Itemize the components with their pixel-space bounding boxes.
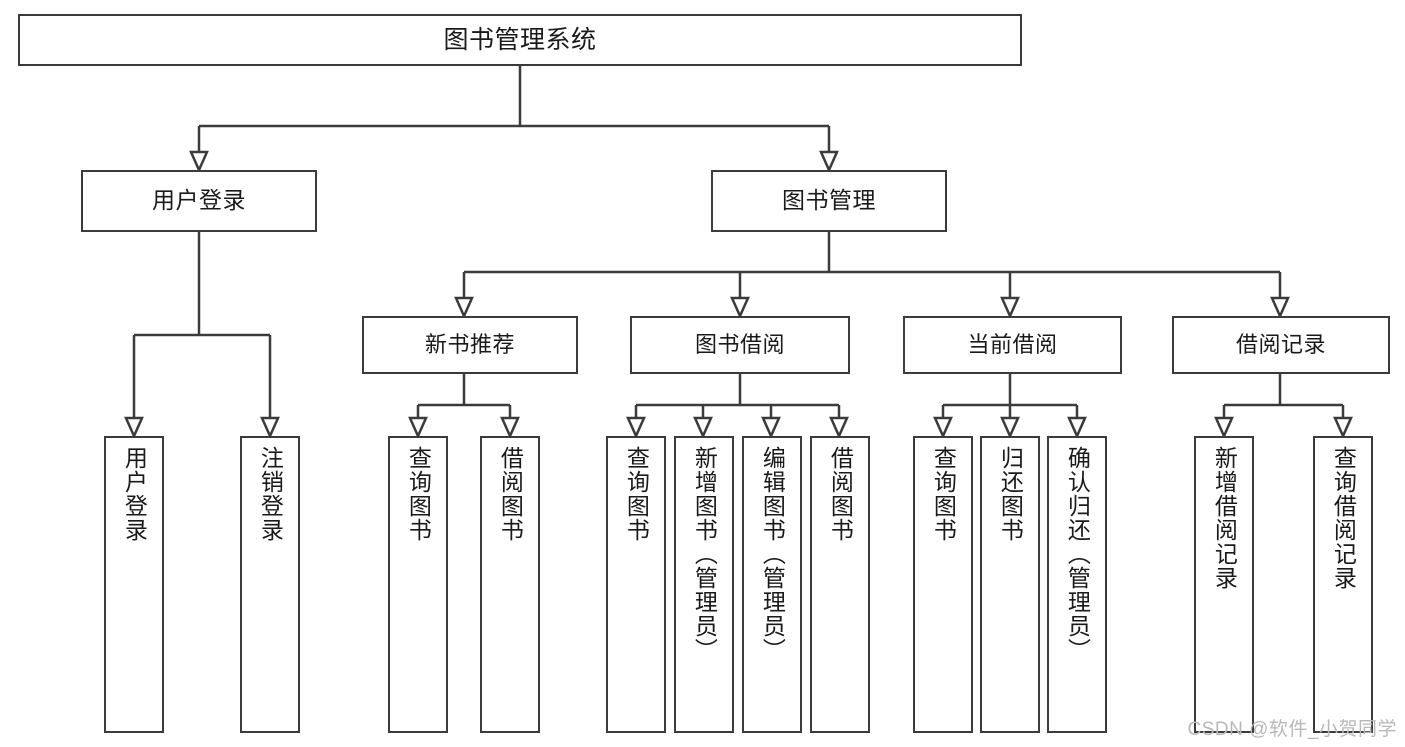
- node-borrowing-records[interactable]: 借阅记录: [1172, 316, 1390, 374]
- node-label: 当前借阅: [967, 331, 1058, 357]
- node-label: 编辑图书（管理员）: [759, 446, 786, 662]
- leaf-logout[interactable]: 注销登录: [240, 436, 300, 733]
- arrow-bm-child-3: [1000, 296, 1020, 320]
- leaf-borrow-add-book-admin[interactable]: 新增图书（管理员）: [674, 436, 734, 733]
- node-label: 图书管理: [782, 187, 876, 214]
- node-label: 借阅图书: [827, 446, 854, 542]
- arrow-cb-child-3: [1067, 416, 1087, 440]
- arrow-nb-child-2: [500, 416, 520, 440]
- arrow-bb-child-3: [761, 416, 781, 440]
- arrow-ul-child-1: [124, 416, 144, 440]
- arrow-cb-child-2: [1000, 416, 1020, 440]
- arrow-nb-child-1: [408, 416, 428, 440]
- node-label: 归还图书: [997, 446, 1024, 542]
- arrow-bm-child-1: [454, 296, 474, 320]
- watermark-text: CSDN @软件_小贺同学: [1187, 719, 1397, 740]
- node-label: 借阅记录: [1235, 331, 1326, 357]
- node-book-management[interactable]: 图书管理: [711, 170, 947, 232]
- node-label: 用户登录: [121, 446, 148, 542]
- arrow-user-login: [189, 150, 209, 174]
- arrow-ul-child-2: [260, 416, 280, 440]
- node-label: 新书推荐: [424, 331, 515, 357]
- arrow-br-child-2: [1333, 416, 1353, 440]
- node-root-book-management-system[interactable]: 图书管理系统: [18, 14, 1022, 66]
- leaf-user-login[interactable]: 用户登录: [104, 436, 164, 733]
- arrow-bm-child-4: [1270, 296, 1290, 320]
- node-book-borrowing[interactable]: 图书借阅: [630, 316, 850, 374]
- node-label: 新增图书（管理员）: [691, 446, 718, 662]
- node-label: 查询图书: [623, 446, 650, 542]
- arrow-cb-child-1: [933, 416, 953, 440]
- leaf-record-add-borrow-record[interactable]: 新增借阅记录: [1194, 436, 1254, 733]
- arrow-bb-child-4: [829, 416, 849, 440]
- leaf-borrow-edit-book-admin[interactable]: 编辑图书（管理员）: [742, 436, 802, 733]
- node-label: 确认归还（管理员）: [1064, 446, 1091, 662]
- leaf-record-query-borrow-record[interactable]: 查询借阅记录: [1313, 436, 1373, 733]
- arrow-book-mgmt: [819, 150, 839, 174]
- leaf-current-query-books[interactable]: 查询图书: [913, 436, 973, 733]
- arrow-br-child-1: [1214, 416, 1234, 440]
- node-label: 借阅图书: [497, 446, 524, 542]
- arrow-bb-child-1: [626, 416, 646, 440]
- node-label: 查询图书: [930, 446, 957, 542]
- node-user-login[interactable]: 用户登录: [81, 170, 317, 232]
- node-new-book-recommendation[interactable]: 新书推荐: [362, 316, 578, 374]
- leaf-current-confirm-return-admin[interactable]: 确认归还（管理员）: [1047, 436, 1107, 733]
- leaf-borrow-query-books[interactable]: 查询图书: [606, 436, 666, 733]
- node-label: 用户登录: [152, 187, 246, 214]
- arrow-bm-child-2: [730, 296, 750, 320]
- leaf-newbook-query-books[interactable]: 查询图书: [388, 436, 448, 733]
- node-label: 图书借阅: [694, 331, 785, 357]
- arrow-bb-child-2: [693, 416, 713, 440]
- node-label: 查询借阅记录: [1330, 446, 1357, 590]
- leaf-current-return-books[interactable]: 归还图书: [980, 436, 1040, 733]
- node-label: 查询图书: [405, 446, 432, 542]
- node-current-borrowing[interactable]: 当前借阅: [903, 316, 1122, 374]
- node-label: 图书管理系统: [443, 26, 597, 54]
- node-label: 新增借阅记录: [1211, 446, 1238, 590]
- leaf-newbook-borrow-books[interactable]: 借阅图书: [480, 436, 540, 733]
- leaf-borrow-borrow-books[interactable]: 借阅图书: [810, 436, 870, 733]
- node-label: 注销登录: [257, 446, 284, 542]
